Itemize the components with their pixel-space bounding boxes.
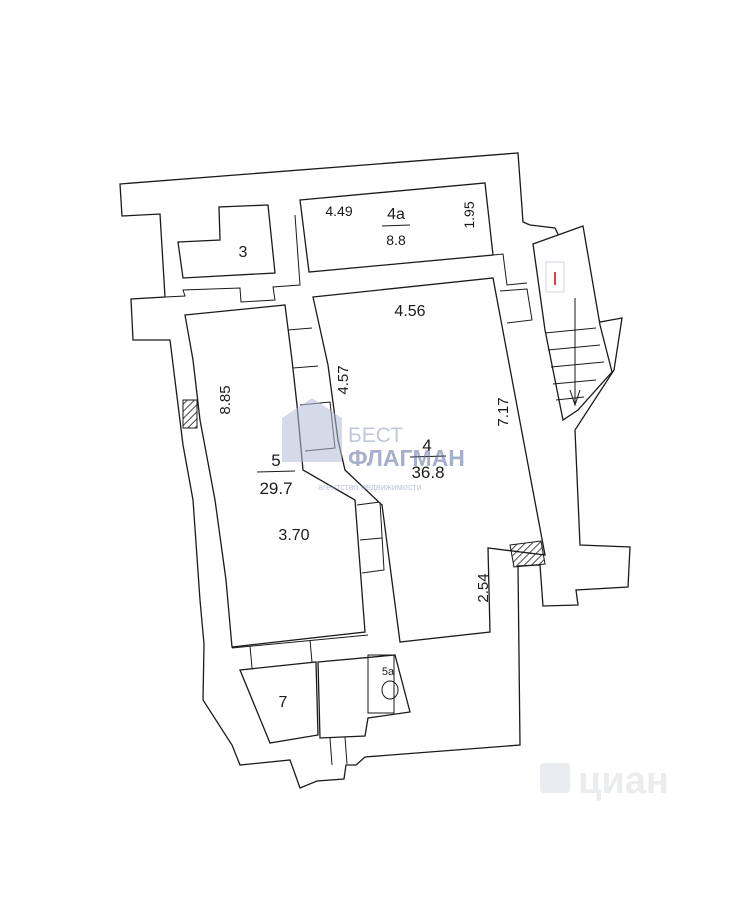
room-5: 8.85 5 29.7 3.70: [182, 304, 366, 648]
passage-right: [492, 253, 533, 324]
room-4-bottom-dim: 2.54: [475, 573, 492, 602]
cian-logo-icon: [540, 763, 570, 793]
room-7-number: 7: [279, 694, 288, 711]
staircase-label: I: [552, 269, 557, 289]
room-5-width: 3.70: [278, 527, 309, 544]
room-4-number: 4: [422, 436, 431, 455]
watermark-brand-sub: агентство недвижимости: [318, 482, 422, 492]
room-4a-number: 4а: [387, 206, 405, 223]
room-3-number: 3: [239, 244, 248, 261]
room-3: 3: [177, 204, 276, 279]
room-5a: 5а: [231, 634, 411, 766]
room-5-length: 8.85: [217, 385, 234, 414]
corridor-top: [164, 214, 301, 303]
chimney-hatch-right: [509, 540, 546, 568]
toilet-icon: [381, 680, 399, 700]
room-4a-length: 4.49: [325, 203, 352, 219]
room-7: 7: [239, 661, 319, 744]
room-4-left-dim: 4.57: [335, 365, 352, 394]
room-5-number: 5: [271, 451, 280, 470]
staircase: I: [532, 225, 613, 422]
room-4a-width: 1.95: [461, 201, 477, 228]
room-4-top-dim: 4.56: [394, 303, 425, 320]
watermark-logo: БЕСТ ФЛАГМАН агентство недвижимости: [282, 398, 465, 492]
room-5-area: 29.7: [259, 479, 292, 498]
watermark-brand-main: ФЛАГМАН: [348, 445, 465, 471]
room-4: 4.56 4.57 7.17 4 36.8 2.54: [312, 277, 546, 643]
watermark-cian: циан: [578, 760, 669, 802]
watermark-brand-top: БЕСТ: [348, 424, 403, 447]
room-4a-area: 8.8: [386, 232, 406, 248]
room-4-right-dim: 7.17: [495, 397, 512, 426]
room-4a: 4.49 4а 8.8 1.95: [299, 182, 494, 273]
house-logo-icon: [282, 398, 342, 462]
chimney-hatch-left: [182, 399, 198, 429]
room-4-area: 36.8: [411, 463, 444, 482]
watermark-cian: циан: [540, 760, 669, 802]
room-5a-number: 5а: [382, 666, 395, 678]
